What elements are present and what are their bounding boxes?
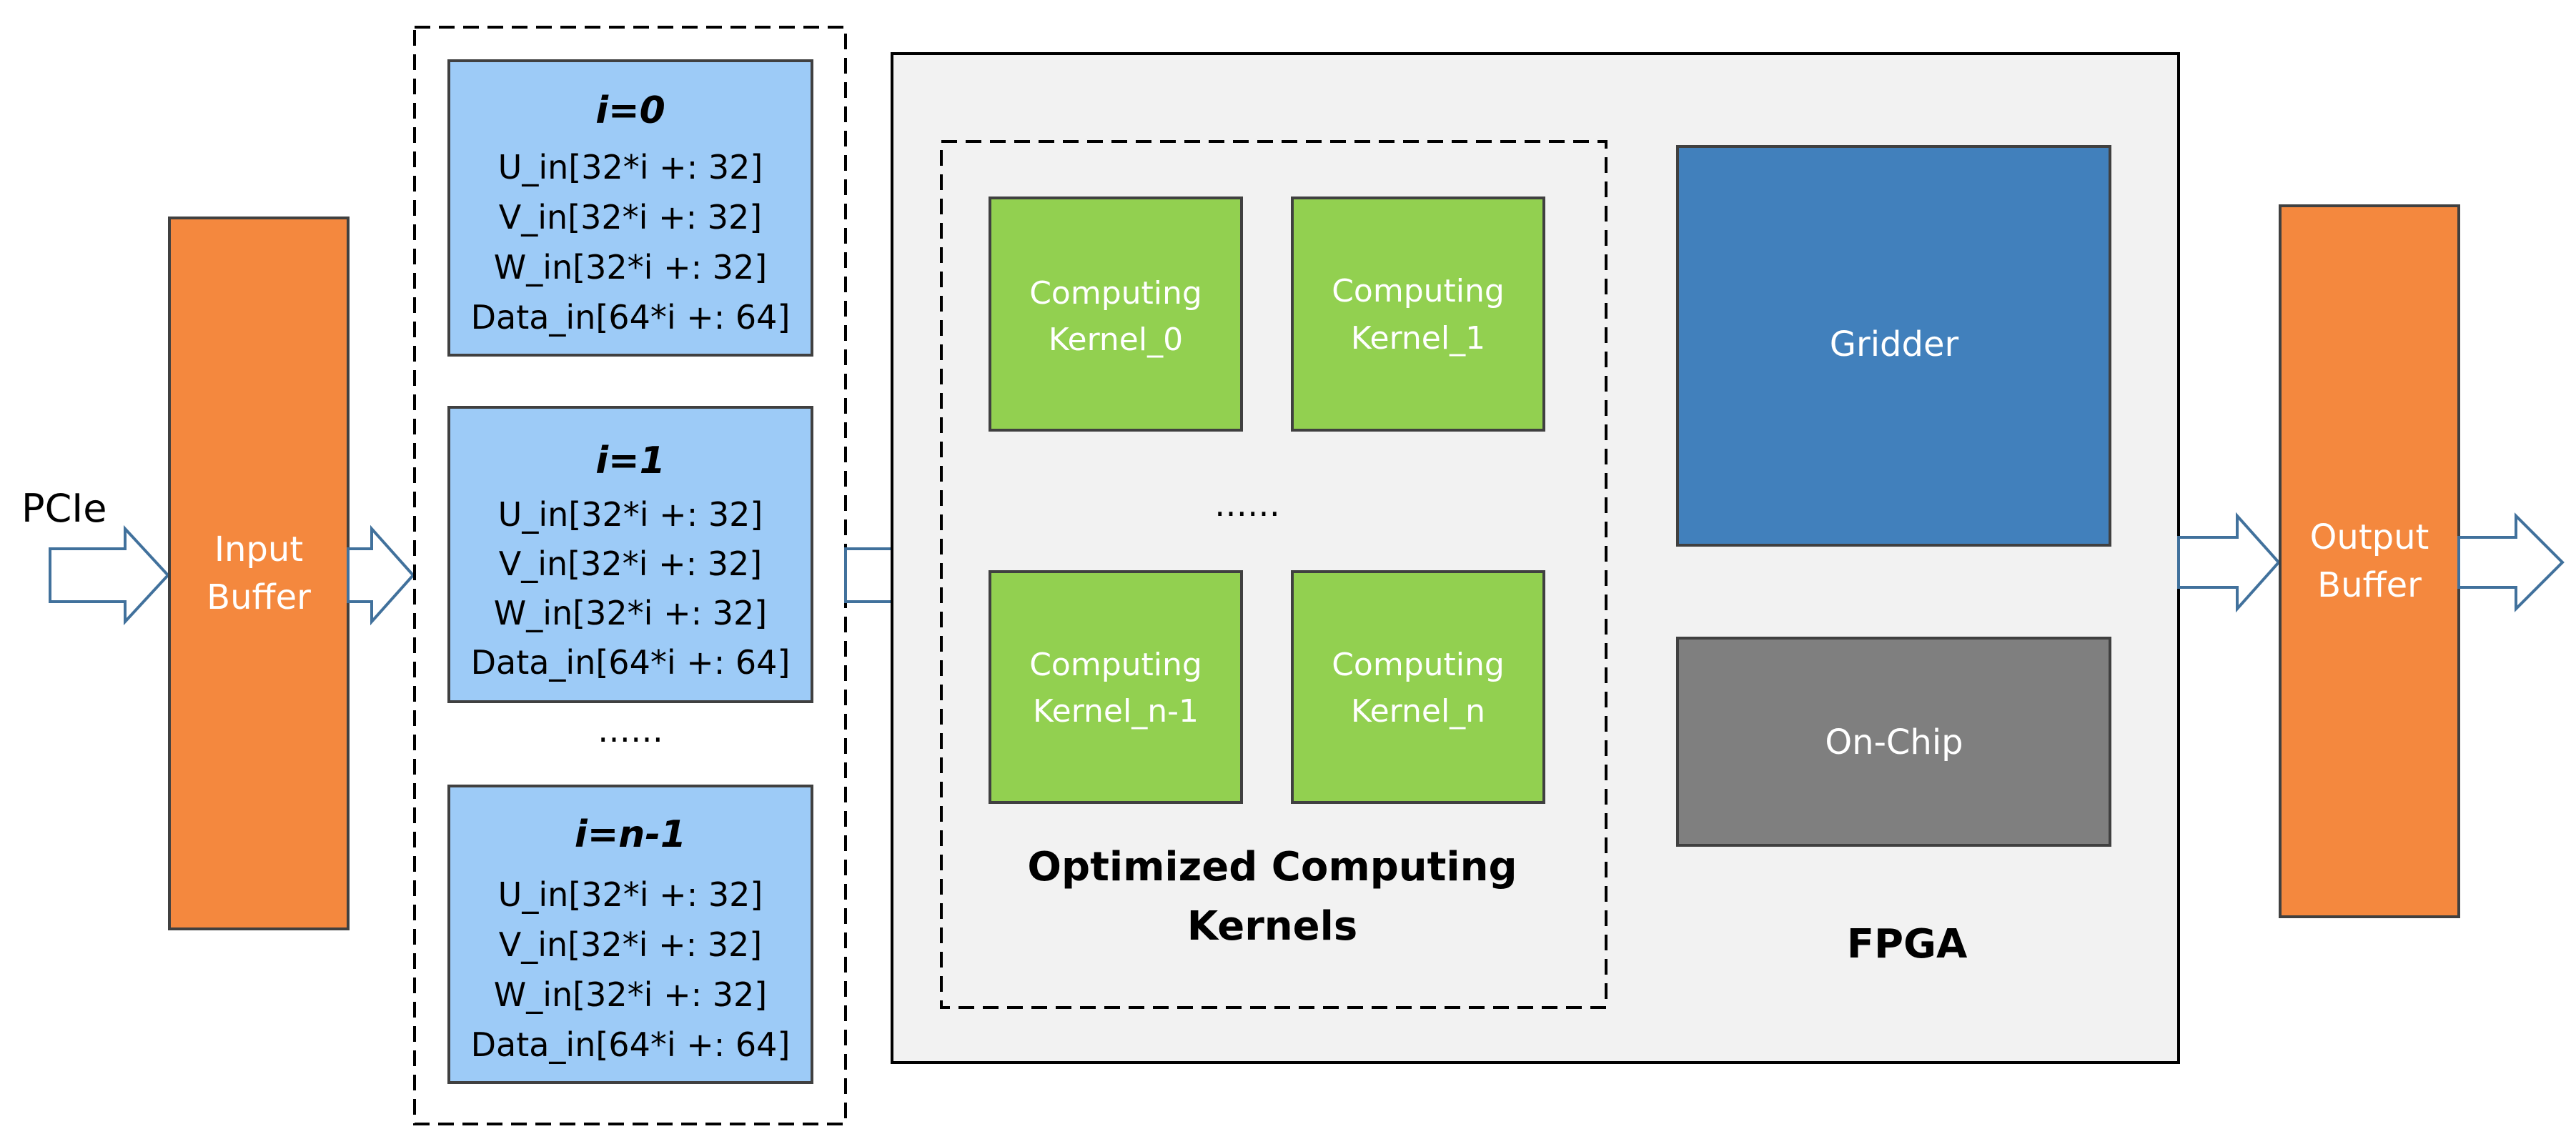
kernel-box: Computing Kernel_0 — [989, 197, 1243, 432]
input-buffer-label-2: Buffer — [207, 577, 311, 617]
kernel-box: Computing Kernel_n-1 — [989, 570, 1243, 804]
lane-line: V_in[32*i +: 32] — [499, 544, 762, 583]
kernels-group — [940, 140, 1607, 1009]
lane-title: i=0 — [595, 89, 665, 132]
output-buffer-label-1: Output — [2310, 517, 2429, 557]
lane-line: U_in[32*i +: 32] — [498, 875, 763, 914]
kernel-label-1: Computing — [1332, 273, 1505, 309]
onchip-box — [1676, 637, 2111, 847]
lane-line: Data_in[64*i +: 64] — [471, 1025, 791, 1064]
output-buffer-label-2: Buffer — [2317, 565, 2422, 605]
lanes-ellipsis: …… — [598, 711, 663, 750]
lane-line: W_in[32*i +: 32] — [494, 594, 767, 632]
lane-box: i=1 U_in[32*i +: 32] V_in[32*i +: 32] W_… — [447, 406, 813, 703]
kernels-group-label-1: Optimized Computing — [1027, 844, 1517, 890]
kernel-label-1: Computing — [1029, 275, 1202, 312]
arrow-buffer-to-lanes — [347, 524, 415, 626]
output-arrow — [2457, 512, 2565, 612]
lane-line: W_in[32*i +: 32] — [494, 248, 767, 287]
output-buffer — [2279, 204, 2460, 918]
lane-line: V_in[32*i +: 32] — [499, 198, 762, 237]
pcie-arrow — [49, 524, 170, 626]
kernel-label-2: Kernel_0 — [1049, 322, 1183, 358]
onchip-label: On-Chip — [1825, 722, 1963, 762]
lane-line: V_in[32*i +: 32] — [499, 925, 762, 964]
fpga-label: FPGA — [1847, 921, 1968, 968]
kernel-label-2: Kernel_n-1 — [1033, 693, 1199, 730]
input-buffer — [168, 217, 350, 930]
lane-title: i=1 — [595, 439, 665, 482]
pcie-label: PCIe — [21, 486, 106, 531]
lane-line: Data_in[64*i +: 64] — [471, 298, 791, 337]
input-buffer-label-1: Input — [214, 529, 303, 569]
kernel-label-2: Kernel_1 — [1351, 320, 1485, 357]
kernel-label-1: Computing — [1029, 647, 1202, 683]
kernels-ellipsis: …… — [1214, 485, 1280, 524]
gridder-label: Gridder — [1830, 324, 1959, 364]
kernel-box: Computing Kernel_n — [1291, 570, 1545, 804]
lane-line: Data_in[64*i +: 64] — [471, 643, 791, 682]
lane-line: W_in[32*i +: 32] — [494, 975, 767, 1014]
kernel-box: Computing Kernel_1 — [1291, 197, 1545, 432]
kernel-label-1: Computing — [1332, 647, 1505, 683]
arrow-fpga-to-output — [2177, 512, 2281, 613]
gridder-box — [1676, 145, 2111, 547]
lane-line: U_in[32*i +: 32] — [498, 495, 763, 534]
kernel-label-2: Kernel_n — [1351, 693, 1485, 730]
kernels-group-label-2: Kernels — [1187, 903, 1357, 950]
lane-box: i=n-1 U_in[32*i +: 32] V_in[32*i +: 32] … — [447, 785, 813, 1084]
lane-title: i=n-1 — [575, 813, 686, 856]
lane-line: U_in[32*i +: 32] — [498, 148, 763, 186]
lane-box: i=0 U_in[32*i +: 32] V_in[32*i +: 32] W_… — [447, 59, 813, 357]
